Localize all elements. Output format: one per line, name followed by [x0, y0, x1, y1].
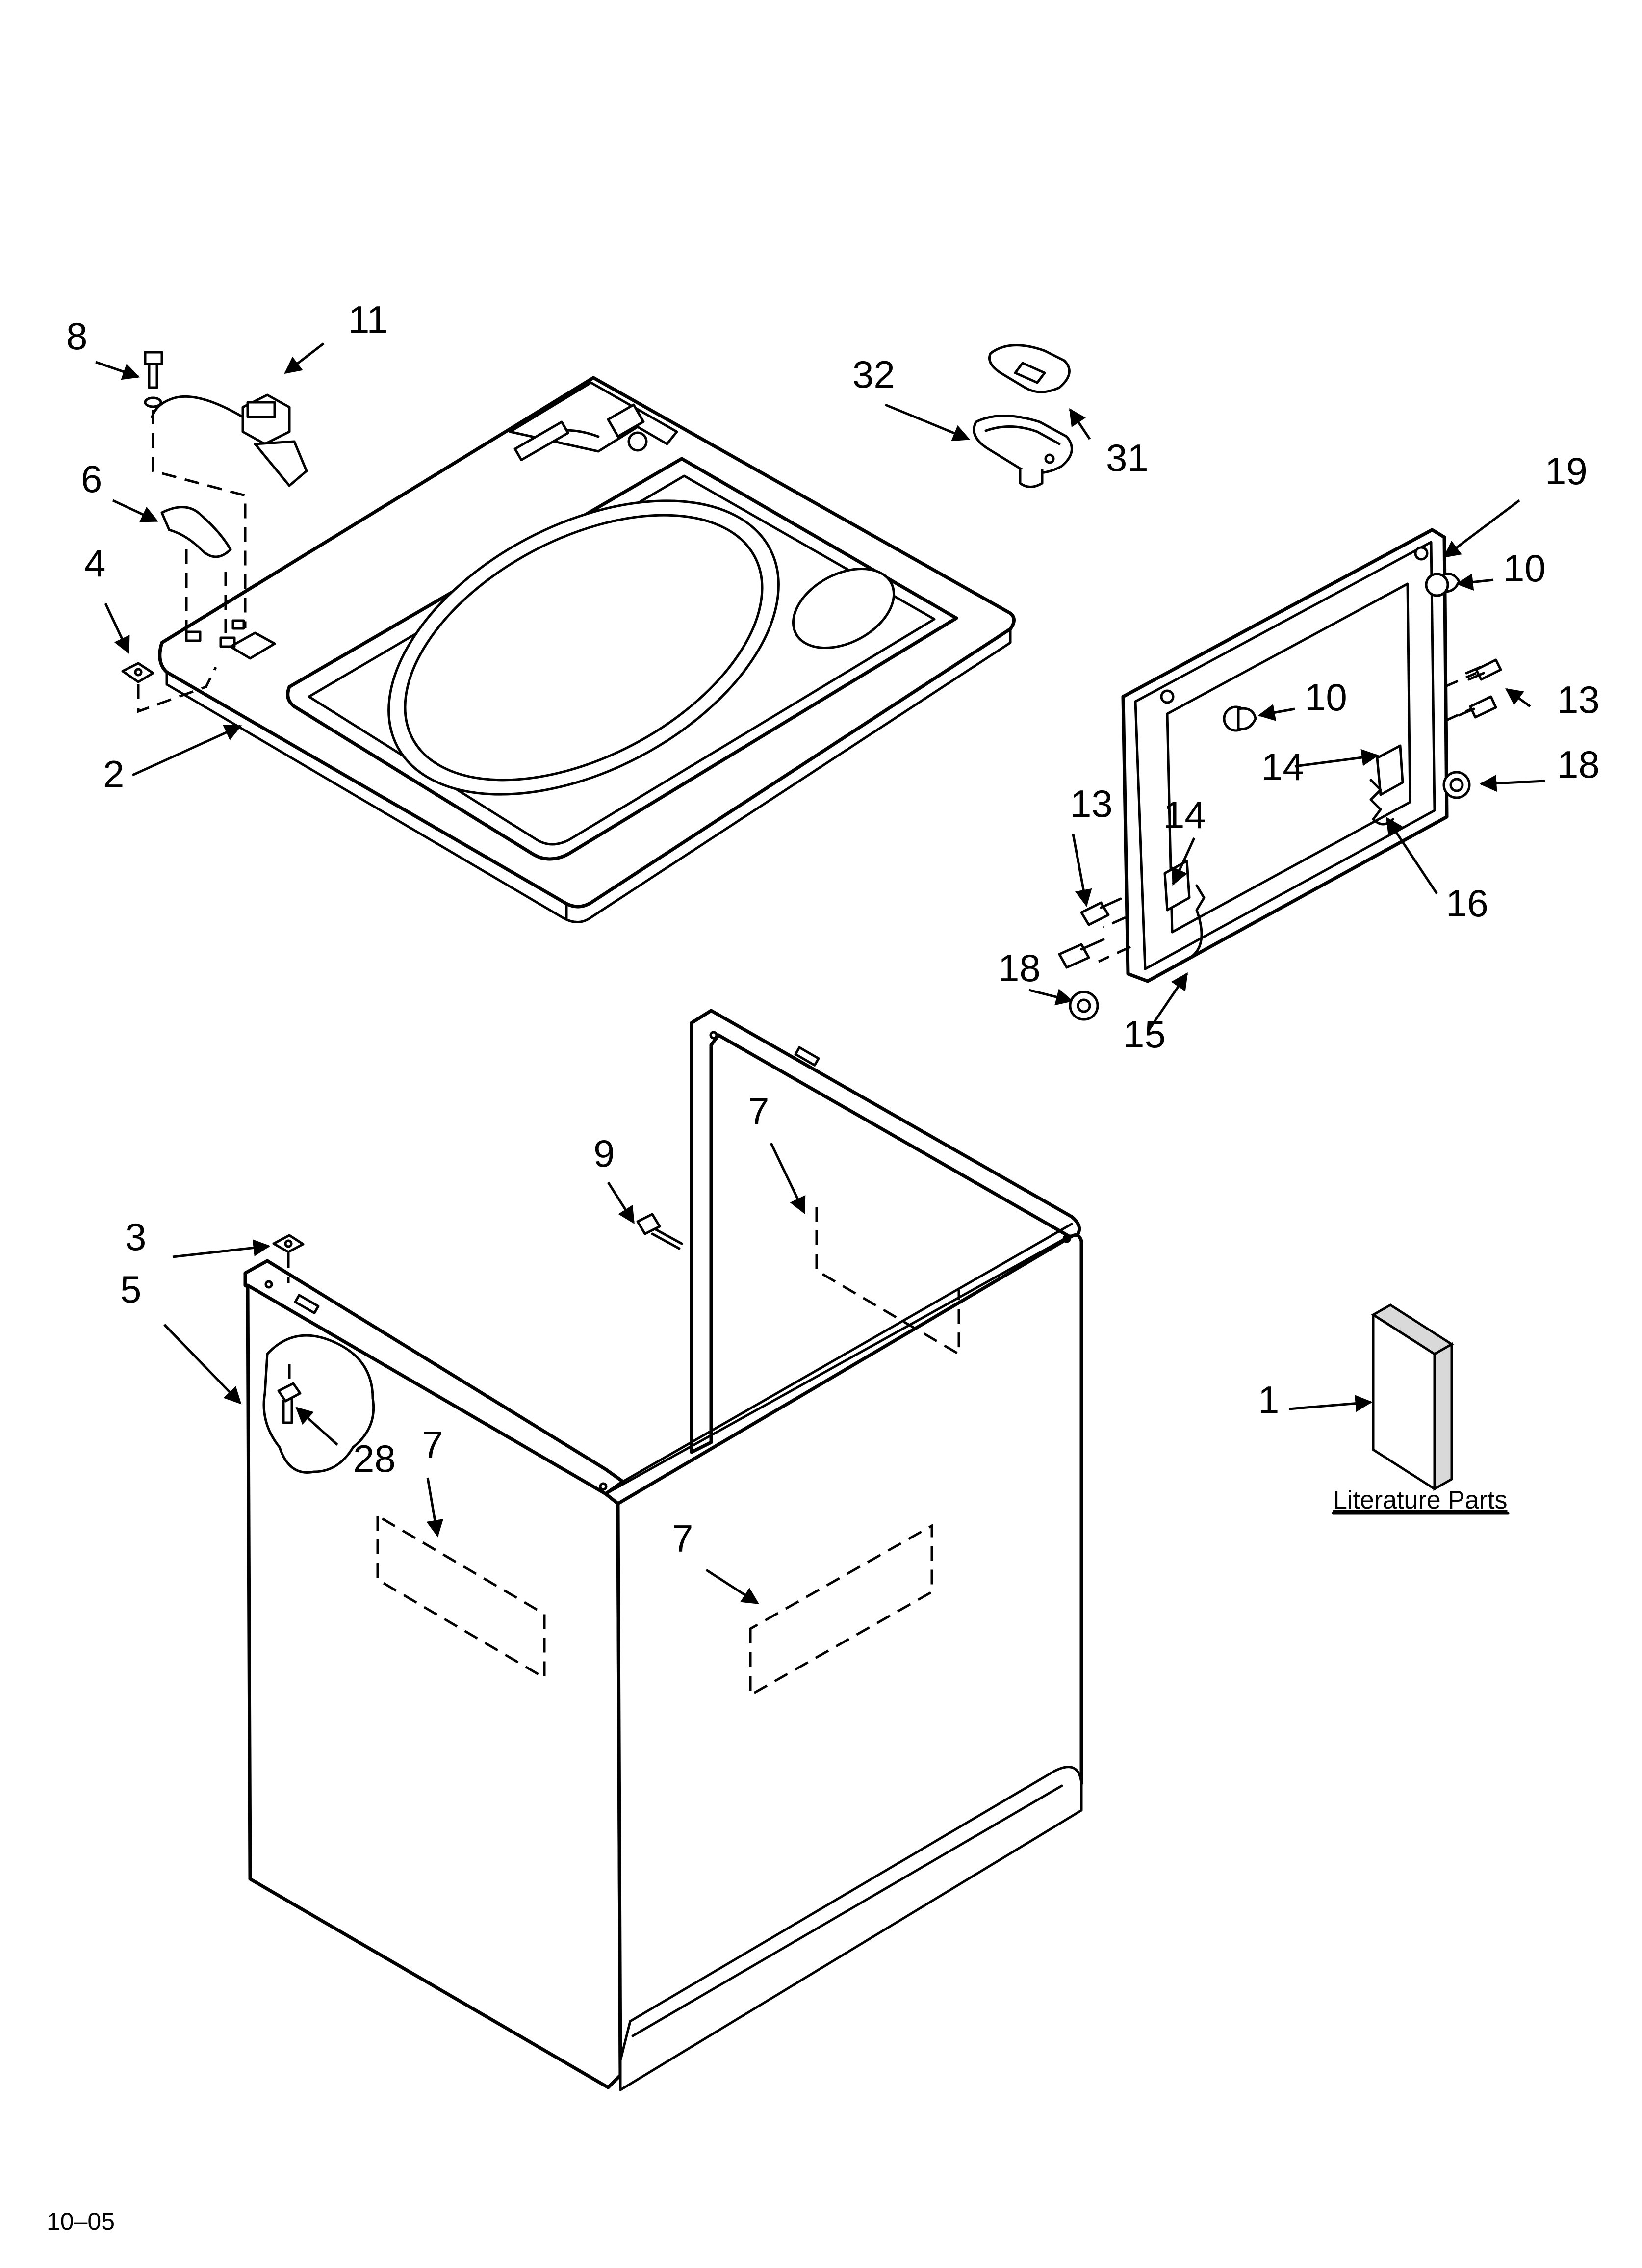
- callout-arrow: [104, 602, 130, 654]
- callout-label: 7: [672, 1517, 693, 1560]
- callout-arrow: [1443, 499, 1520, 558]
- callout-label: 7: [748, 1090, 769, 1133]
- callout-arrow: [131, 725, 242, 777]
- dispenser-cup-32: [973, 415, 1073, 488]
- callout-label: 11: [348, 298, 388, 341]
- label-area-back: [815, 1207, 960, 1356]
- bumper-10-lower: [1223, 705, 1257, 732]
- callout-label: 14: [1261, 745, 1304, 788]
- callout-label: 6: [81, 457, 102, 500]
- callout-label: 15: [1123, 1013, 1166, 1056]
- cabinet-cutaway: [262, 1334, 375, 1474]
- clip-4: [121, 662, 154, 683]
- callout-label: 31: [1106, 436, 1149, 479]
- wire-clip-6: [160, 506, 232, 558]
- bumper-10-upper: [1425, 572, 1461, 597]
- callout-label: 19: [1545, 449, 1588, 493]
- clip-3: [272, 1234, 305, 1283]
- callout-arrow: [95, 361, 140, 380]
- callout-arrow: [1072, 834, 1092, 907]
- label-area-front: [749, 1523, 933, 1697]
- callout-arrow: [1257, 704, 1295, 721]
- callout-arrow: [1069, 408, 1091, 440]
- callout-arrows: [95, 342, 1545, 1605]
- callout-arrow: [1385, 817, 1438, 895]
- callout-arrow: [112, 499, 159, 522]
- callout-arrow: [885, 403, 971, 442]
- callout-arrow: [1147, 972, 1188, 1031]
- callout-label: 10: [1503, 547, 1546, 590]
- screw-8: [144, 351, 163, 408]
- nut-18-right: [1442, 771, 1471, 799]
- callout-arrow: [172, 1239, 271, 1258]
- callout-arrow: [705, 1568, 759, 1605]
- callout-arrow: [607, 1181, 635, 1224]
- lid-switch: [151, 393, 308, 487]
- callout-label: 10: [1305, 676, 1347, 719]
- callout-arrow: [770, 1142, 806, 1215]
- callout-label: 5: [120, 1268, 141, 1311]
- callout-label: 14: [1163, 793, 1206, 836]
- top-lid-assembly: [158, 376, 1016, 923]
- callout-arrow: [1456, 574, 1494, 591]
- label-area-side: [376, 1513, 546, 1680]
- callout-arrow: [1028, 989, 1074, 1006]
- callout-label: 16: [1446, 882, 1488, 925]
- callout-label: 28: [353, 1437, 396, 1480]
- callout-label: 18: [1557, 743, 1600, 786]
- callout-label: 4: [84, 542, 105, 585]
- literature-parts-book: [1371, 1303, 1454, 1491]
- callout-label: 13: [1557, 678, 1600, 721]
- callout-label: 9: [593, 1132, 615, 1175]
- screws-13-left: [1058, 897, 1122, 969]
- dispenser-cup-31: [988, 344, 1071, 393]
- callout-arrow: [295, 1407, 338, 1446]
- cabinet: [243, 1009, 1083, 2091]
- callout-label: 32: [852, 353, 895, 396]
- callout-arrow: [426, 1477, 443, 1538]
- callout-label: 13: [1070, 782, 1113, 825]
- screw-9: [636, 1213, 683, 1250]
- callout-labels: 8 11 6 4 2 32 31 19 10 10 13 14 18 13 14 16 18 15 9 7 3 5 28 7 7…: [66, 298, 1600, 1560]
- callout-arrow: [163, 1324, 242, 1405]
- callout-label: 3: [125, 1215, 146, 1258]
- callout-arrow: [1505, 688, 1531, 708]
- nut-18-left: [1069, 991, 1099, 1021]
- front-panel-frame: [1098, 528, 1477, 983]
- callout-label: 18: [998, 946, 1041, 990]
- screw-13-right: [1458, 658, 1502, 719]
- callout-arrow: [284, 342, 325, 374]
- callout-label: 1: [1258, 1378, 1279, 1421]
- callout-label: 7: [422, 1423, 443, 1466]
- callout-label: 8: [66, 314, 87, 358]
- callout-label: 2: [103, 753, 124, 796]
- footer-code: 10–05: [47, 2208, 115, 2235]
- callout-arrow: [1172, 837, 1196, 886]
- callout-arrow: [1288, 1395, 1373, 1412]
- callout-arrow: [1294, 749, 1379, 768]
- literature-caption: Literature Parts: [1333, 1486, 1508, 1514]
- callout-arrow: [1479, 775, 1545, 792]
